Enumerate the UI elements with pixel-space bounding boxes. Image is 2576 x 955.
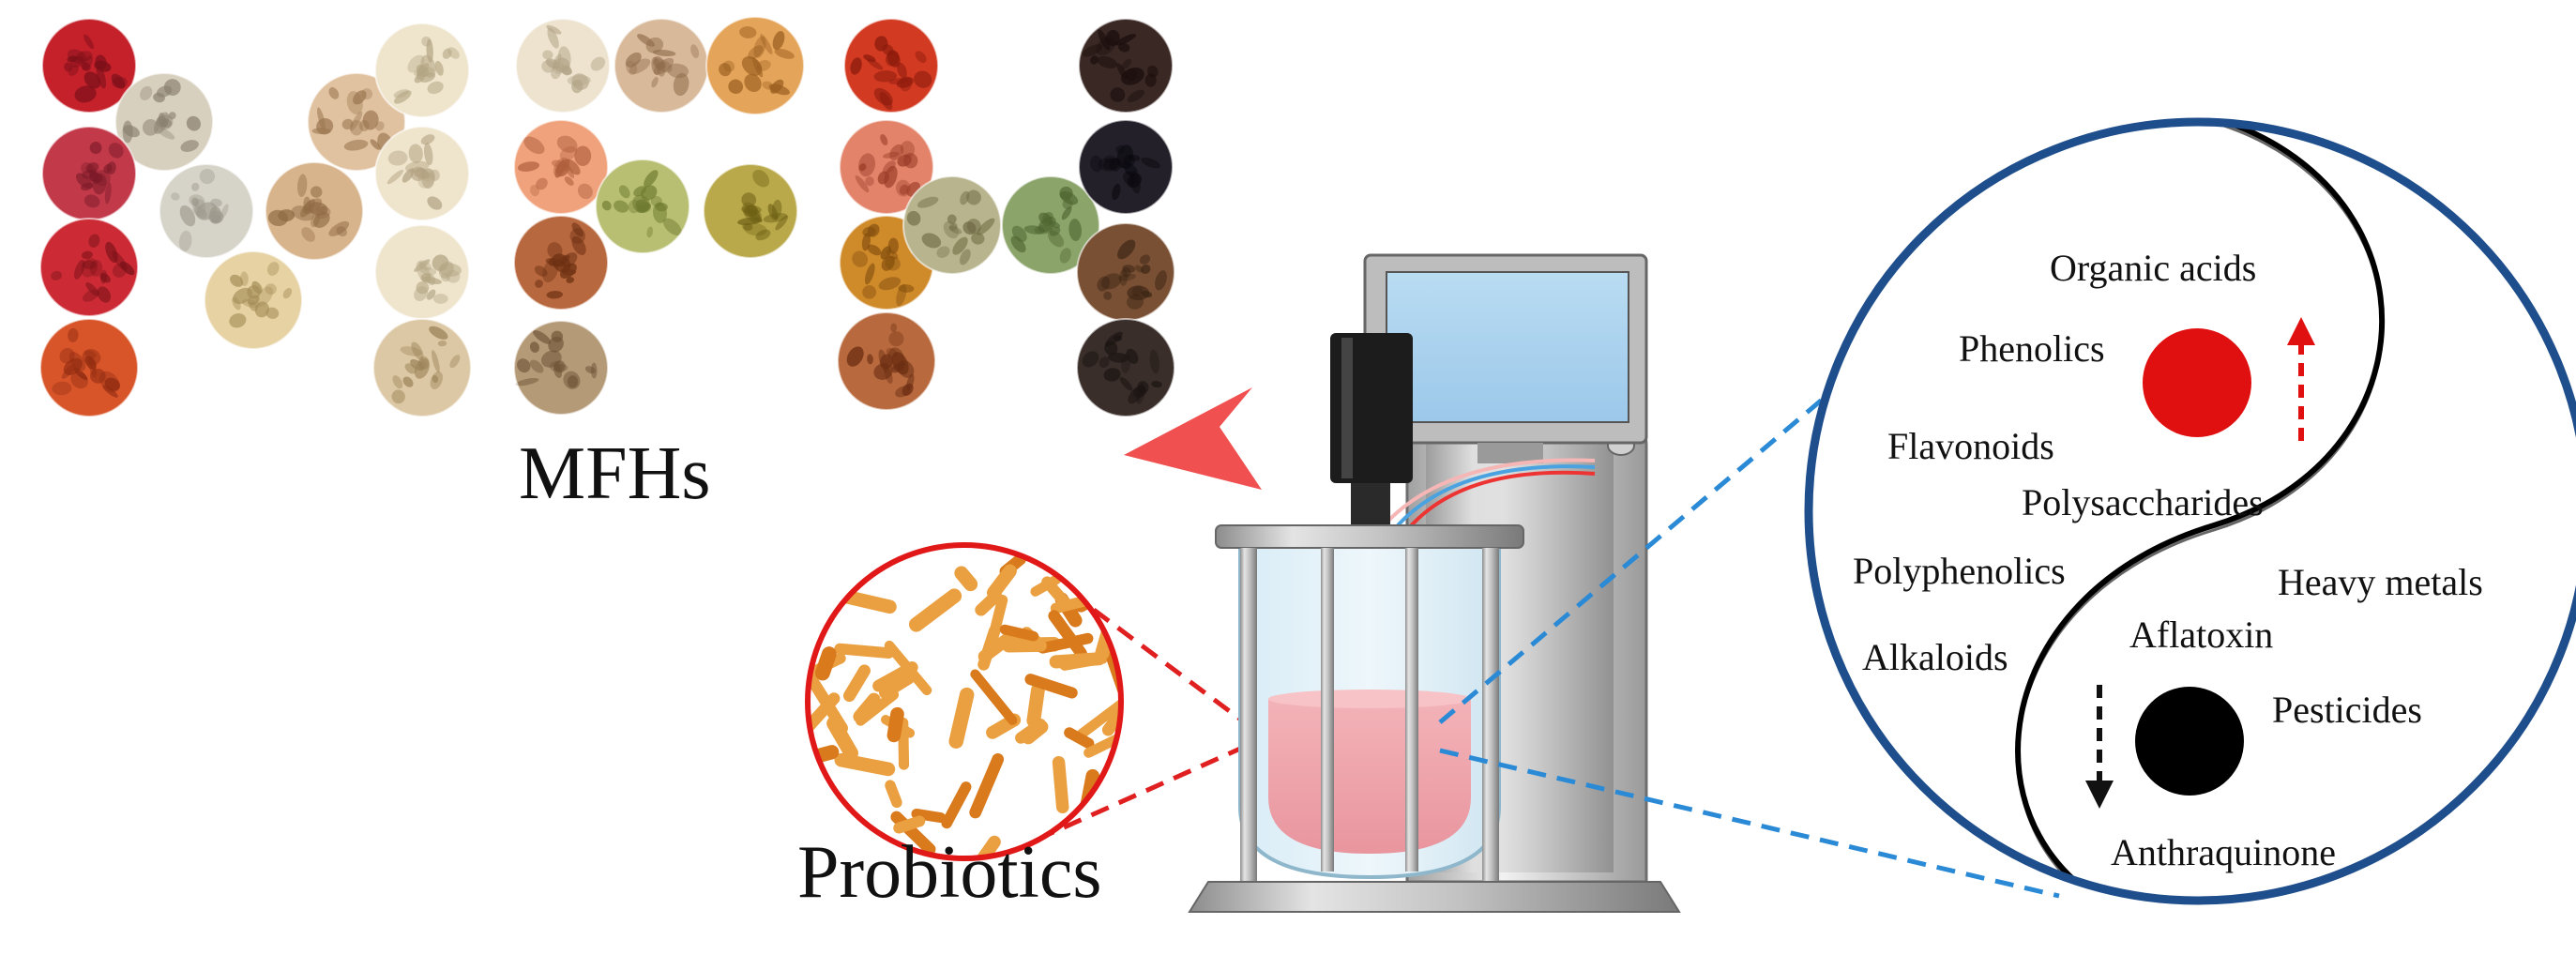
herb-sample-icon	[204, 250, 303, 350]
increase-marker	[2143, 328, 2251, 437]
herb-sample-icon	[114, 72, 214, 172]
fermenter-icon	[1188, 253, 1681, 913]
herb-sample-icon	[513, 215, 609, 311]
herb-sample-icon	[595, 159, 690, 254]
herb-sample-icon	[1076, 222, 1175, 322]
probiotics-label: Probiotics	[797, 831, 1102, 914]
herb-sample-icon	[614, 18, 709, 114]
herb-sample-icon	[41, 126, 137, 221]
probiotics-zoom-lines	[1035, 607, 1259, 842]
herb-sample-icon	[839, 119, 934, 215]
herb-sample-icon	[513, 119, 609, 215]
herb-sample-icon	[513, 320, 609, 416]
herb-sample-icon	[39, 318, 139, 417]
herb-sample-icon	[902, 175, 1002, 275]
herb-sample-icon	[374, 23, 470, 118]
herb-sample-icon	[374, 126, 470, 221]
up-arrow-icon	[2287, 317, 2315, 441]
herb-sample-icon	[843, 18, 939, 114]
probiotics-magnifier	[805, 542, 1124, 861]
yin-yang-icon	[1804, 117, 2576, 905]
herb-sample-icon	[1076, 318, 1175, 417]
herb-sample-icon	[374, 224, 470, 320]
label-alkaloids: Alkaloids	[1862, 636, 2008, 678]
label-phenolics: Phenolics	[1959, 327, 2105, 370]
label-anthraquinone: Anthraquinone	[2111, 831, 2336, 873]
herb-sample-icon	[41, 18, 137, 114]
label-organic-acids: Organic acids	[2050, 247, 2257, 289]
label-polyphenolics: Polyphenolics	[1853, 550, 2066, 592]
herb-sample-icon	[703, 163, 798, 259]
herb-sample-icon	[1078, 18, 1174, 114]
herb-sample-icon	[837, 311, 936, 411]
down-arrow-icon	[2085, 685, 2114, 809]
arrow-head	[1124, 387, 1262, 490]
herb-sample-icon	[159, 163, 254, 259]
mfhs-label: MFHs	[519, 432, 711, 515]
decrease-marker	[2135, 687, 2244, 796]
herb-sample-icon	[372, 318, 472, 417]
herb-sample-icon	[515, 18, 611, 114]
herb-sample-icon	[705, 16, 805, 115]
herb-sample-icon	[1001, 175, 1100, 275]
label-pesticides: Pesticides	[2272, 689, 2422, 731]
label-aflatoxin: Aflatoxin	[2129, 614, 2274, 656]
herb-samples	[39, 16, 1175, 417]
label-polysaccharides: Polysaccharides	[2022, 481, 2264, 523]
label-heavy-metals: Heavy metals	[2278, 561, 2483, 603]
herb-sample-icon	[39, 218, 139, 317]
label-flavonoids: Flavonoids	[1887, 425, 2054, 467]
herb-sample-icon	[1078, 119, 1174, 215]
herb-sample-icon	[265, 161, 364, 261]
